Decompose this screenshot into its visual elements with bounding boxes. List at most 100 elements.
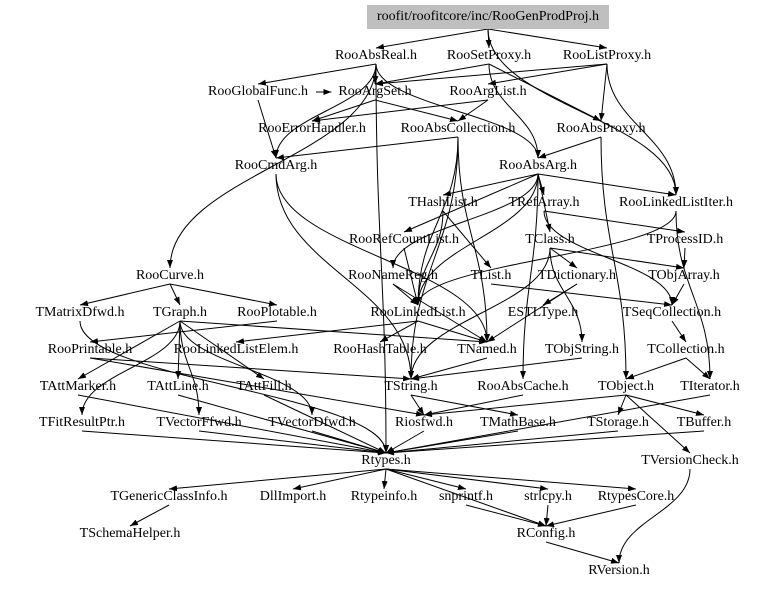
edge-roolinkedlist-to-roohashtable [379, 320, 419, 343]
node-strlcpy[interactable]: strlcpy.h [524, 489, 572, 504]
node-tlist[interactable]: TList.h [470, 268, 512, 283]
node-roolinkedlistelem[interactable]: RooLinkedListElem.h [173, 342, 299, 357]
node-tcollection[interactable]: TCollection.h [647, 342, 725, 357]
edge-rooargset-to-rooabscollection [374, 99, 459, 122]
edge-thashlist-to-roolinkedlist [415, 210, 444, 306]
edge-rooprintable-to-tstring [89, 357, 412, 382]
node-rtypes[interactable]: Rtypes.h [361, 453, 411, 468]
node-tseqcollection[interactable]: TSeqCollection.h [622, 305, 722, 320]
node-roocmdarg[interactable]: RooCmdArg.h [234, 158, 318, 173]
edge-tseqcollection-to-tcollection [671, 320, 687, 343]
node-rooglobalfunc[interactable]: RooGlobalFunc.h [208, 84, 308, 99]
edge-tobject-to-tversioncheck [625, 394, 691, 454]
edge-root-to-roolistproxy [487, 28, 608, 50]
node-thashlist[interactable]: THashList.h [408, 195, 478, 210]
edge-tstorage-to-rtypes [385, 430, 619, 456]
node-tbuffer[interactable]: TBuffer.h [676, 415, 732, 430]
node-rooprintable[interactable]: RooPrintable.h [47, 342, 133, 357]
node-rooargset[interactable]: RooArgSet.h [338, 84, 412, 99]
edge-tobjstring-to-tstring [410, 357, 583, 382]
node-rooplotable[interactable]: RooPlotable.h [237, 305, 317, 320]
node-tnamed[interactable]: TNamed.h [457, 342, 517, 357]
node-roolistproxy[interactable]: RooListProxy.h [562, 48, 652, 63]
node-rooabscache[interactable]: RooAbsCache.h [477, 379, 569, 394]
edge-roolinkedlist-to-tnamed [417, 320, 488, 343]
edge-roosetproxy-to-rooabsarg [488, 63, 541, 159]
edge-rtypes-to-strlcpy [385, 468, 549, 491]
node-rtypeinfo[interactable]: Rtypeinfo.h [350, 489, 418, 504]
edge-rtypes-to-rconfig [385, 468, 547, 527]
edge-tcollection-to-titerator [685, 357, 711, 380]
node-tattfill[interactable]: TAttFill.h [236, 379, 292, 394]
node-roolinkedlist[interactable]: RooLinkedList.h [370, 305, 466, 320]
node-trefarray[interactable]: TRefArray.h [508, 195, 580, 210]
node-estltype[interactable]: ESTLType.h [507, 305, 579, 320]
edge-tvectorffwd-to-rtypes [198, 430, 387, 456]
edge-roolinkedlist-to-roolinkedlistelem [235, 320, 419, 345]
node-rconfig[interactable]: RConfig.h [516, 526, 576, 541]
edge-rtypes-to-tgenericclassinfo [168, 468, 387, 492]
node-tfitresultptr[interactable]: TFitResultPtr.h [39, 415, 125, 430]
edge-root-to-rooabsreal [375, 28, 489, 50]
node-tdictionary[interactable]: TDictionary.h [537, 268, 617, 283]
edge-rtypescore-to-rconfig [545, 504, 637, 528]
node-roocurve[interactable]: RooCurve.h [135, 268, 205, 283]
node-tprocessid[interactable]: TProcessID.h [646, 232, 724, 247]
node-tmatrixdfwd[interactable]: TMatrixDfwd.h [35, 305, 125, 320]
node-tgraph[interactable]: TGraph.h [152, 305, 208, 320]
edge-tlist-to-tseqcollection [490, 283, 673, 308]
edge-tattmarker-to-rtypes [77, 394, 387, 455]
node-rooerrorhandler[interactable]: RooErrorHandler.h [258, 121, 366, 136]
node-snprintf[interactable]: snprintf.h [438, 489, 494, 504]
edge-tobject-to-tbuffer [625, 394, 705, 416]
edge-roolinkedlistiter-to-roolinkedlist [415, 210, 677, 306]
node-tobjstring[interactable]: TObjString.h [544, 342, 620, 357]
edge-rooabsarg-to-tclass [537, 173, 552, 233]
node-titerator[interactable]: TIterator.h [680, 379, 740, 394]
node-tstring[interactable]: TString.h [384, 379, 438, 394]
node-roolinkedlistiter[interactable]: RooLinkedListIter.h [619, 195, 733, 210]
node-tvectorffwd[interactable]: TVectorFfwd.h [156, 415, 242, 430]
node-tattline[interactable]: TAttLine.h [147, 379, 209, 394]
node-tschemahelper[interactable]: TSchemaHelper.h [79, 526, 181, 541]
edge-roocurve-to-rooplotable [169, 283, 278, 307]
node-roonamereg[interactable]: RooNameReg.h [348, 268, 438, 283]
node-rooarglist[interactable]: RooArgList.h [449, 84, 527, 99]
node-rooabsarg[interactable]: RooAbsArg.h [499, 158, 577, 173]
node-roosetproxy[interactable]: RooSetProxy.h [446, 48, 532, 63]
node-rooabsproxy[interactable]: RooAbsProxy.h [556, 121, 646, 136]
node-tclass[interactable]: TClass.h [525, 232, 575, 247]
edge-roolistproxy-to-roolinkedlistiter [606, 63, 679, 196]
node-rooabsreal[interactable]: RooAbsReal.h [334, 48, 418, 63]
node-rtypescore[interactable]: RtypesCore.h [597, 489, 675, 504]
edge-tgraph-to-tattline [175, 320, 182, 380]
edge-rooabsarg-to-roorefcountlist [403, 173, 539, 233]
node-dllimport[interactable]: DllImport.h [259, 489, 327, 504]
dependency-edges [77, 28, 713, 564]
edge-tmathbase-to-rtypes [385, 430, 519, 455]
edge-roocmdarg-to-tnamed [275, 173, 490, 343]
node-tversioncheck[interactable]: TVersionCheck.h [641, 453, 739, 468]
node-tgenericclassinfo[interactable]: TGenericClassInfo.h [110, 489, 228, 504]
node-tobjarray[interactable]: TObjArray.h [648, 268, 720, 283]
node-tmathbase[interactable]: TMathBase.h [480, 415, 556, 430]
node-roohashtable[interactable]: RooHashTable.h [333, 342, 427, 357]
edge-tattfill-to-rtypes [263, 394, 387, 454]
edge-rtypes-to-rtypescore [385, 468, 637, 492]
node-tvectordfwd[interactable]: TVectorDfwd.h [268, 415, 356, 430]
edge-rooglobalfunc-to-roocmdarg [257, 99, 277, 159]
edge-rtypes-to-dllimport [292, 468, 387, 491]
node-roorefcountlist[interactable]: RooRefCountList.h [348, 232, 460, 247]
node-tobject[interactable]: TObject.h [597, 379, 655, 394]
edge-rooabscollection-to-roolinkedlist [415, 136, 459, 306]
node-tstorage[interactable]: TStorage.h [587, 415, 649, 430]
edge-rooabscollection-to-tstring [408, 136, 459, 380]
node-tattmarker[interactable]: TAttMarker.h [39, 379, 117, 394]
node-rversion[interactable]: RVersion.h [588, 563, 650, 578]
node-riosfwd[interactable]: Riosfwd.h [395, 415, 453, 430]
node-root[interactable]: roofit/roofitcore/inc/RooGenProdProj.h [366, 5, 610, 29]
edge-rtypes-to-snprintf [385, 468, 467, 490]
node-rooabscollection[interactable]: RooAbsCollection.h [400, 121, 516, 136]
edge-rooabsarg-to-roolinkedlist [415, 173, 539, 306]
